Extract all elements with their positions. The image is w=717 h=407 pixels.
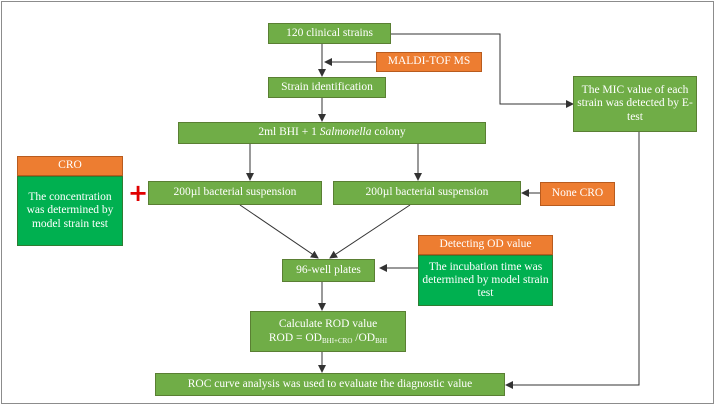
plus-sign: + — [128, 179, 149, 207]
clinical-strains-box: 120 clinical strains — [268, 23, 391, 44]
mic-box: The MIC value of each strain was detecte… — [573, 76, 697, 132]
arrow-left-to-plates — [239, 204, 319, 259]
bhi-colony-box: 2ml BHI + 1 Salmonella colony — [178, 122, 486, 144]
none-cro-box: None CRO — [540, 182, 615, 206]
cro-title-box: CRO — [17, 156, 123, 176]
arrow-right-to-plates — [329, 204, 411, 259]
strain-identification-box: Strain identification — [268, 77, 386, 98]
od-title-box: Detecting OD value — [418, 235, 553, 255]
suspension-right-box: 200µl bacterial suspension — [333, 181, 521, 205]
od-body-box: The incubation time was determined by mo… — [418, 255, 553, 306]
cro-body-box: The concentration was determined by mode… — [17, 176, 123, 246]
rod-line-1: Calculate ROD value — [278, 318, 378, 331]
roc-box: ROC curve analysis was used to evaluate … — [155, 373, 505, 396]
rod-box: Calculate ROD value ROD = ODBHI+CRO /ODB… — [250, 311, 406, 352]
arrow-strains-to-mic — [391, 33, 574, 108]
suspension-left-box: 200µl bacterial suspension — [148, 181, 322, 205]
rod-formula: ROD = ODBHI+CRO /ODBHI — [268, 331, 388, 345]
bhi-text: 2ml BHI + 1 Salmonella colony — [258, 126, 406, 139]
well-plates-box: 96-well plates — [282, 259, 375, 282]
maldi-tof-box: MALDI-TOF MS — [376, 52, 482, 72]
arrow-mic-to-roc — [505, 132, 640, 389]
